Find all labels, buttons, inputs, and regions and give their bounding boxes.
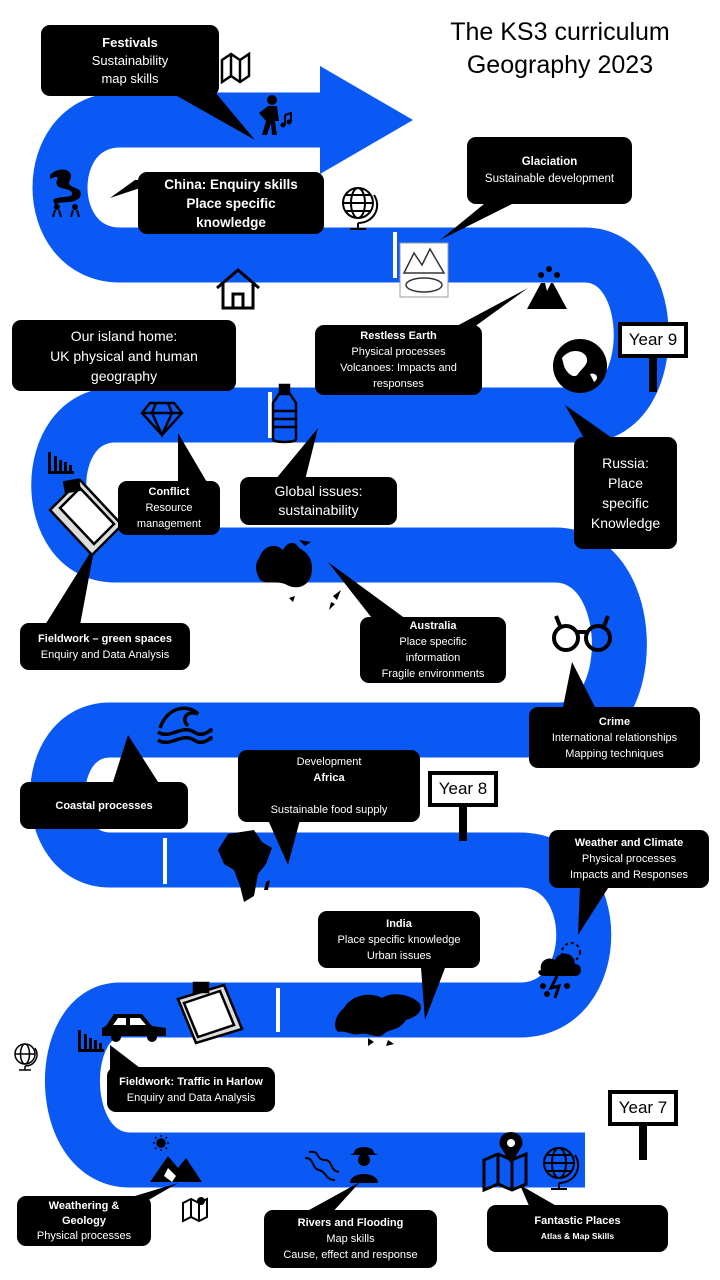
storm-icon bbox=[538, 942, 581, 999]
topic-island-home: Our island home: UK physical and human g… bbox=[12, 320, 236, 391]
diamond-icon bbox=[140, 401, 184, 439]
globe-icon bbox=[342, 187, 379, 230]
bubble-tail bbox=[563, 662, 595, 707]
bubble-tail bbox=[328, 562, 410, 622]
topic-crime: Crime International relationships Mappin… bbox=[529, 707, 700, 768]
topic-fantastic-places: Fantastic Places Atlas & Map Skills bbox=[487, 1205, 668, 1252]
bubble-tail bbox=[440, 195, 530, 240]
topic-australia: Australia Place specific information Fra… bbox=[360, 617, 506, 683]
car-icon bbox=[102, 1014, 166, 1042]
page-title: The KS3 curriculum Geography 2023 bbox=[450, 18, 670, 79]
map-icon bbox=[220, 51, 251, 85]
bubble-tail bbox=[178, 433, 208, 484]
mountain-icon bbox=[150, 1156, 202, 1182]
location-pin-icon bbox=[482, 1132, 528, 1193]
topic-restless-earth: Restless Earth Physical processes Volcan… bbox=[315, 325, 482, 395]
topic-fieldwork-green-spaces: Fieldwork – green spaces Enquiry and Dat… bbox=[20, 623, 190, 670]
bubble-tail bbox=[110, 1045, 140, 1072]
bubble-tail bbox=[565, 405, 615, 440]
bubble-tail bbox=[112, 735, 160, 785]
world-globe-icon bbox=[553, 339, 607, 393]
clipboard-icon bbox=[48, 478, 124, 557]
bubble-tail bbox=[578, 885, 610, 935]
topic-coastal-processes: Coastal processes bbox=[20, 782, 188, 829]
topic-rivers-flooding: Rivers and Flooding Map skills Cause, ef… bbox=[264, 1210, 437, 1268]
house-icon bbox=[216, 268, 260, 310]
topic-fieldwork-traffic: Fieldwork: Traffic in Harlow Enquiry and… bbox=[107, 1067, 275, 1112]
handcuffs-icon bbox=[552, 615, 612, 652]
glacier-icon bbox=[399, 242, 449, 298]
bubble-tail bbox=[300, 1182, 360, 1215]
australia-icon bbox=[256, 540, 341, 610]
bubble-tail bbox=[275, 428, 318, 480]
topic-conflict: Conflict Resource management bbox=[118, 481, 220, 535]
bubble-tail bbox=[170, 92, 255, 140]
topic-india: India Place specific knowledge Urban iss… bbox=[318, 911, 480, 968]
globe-icon bbox=[14, 1043, 38, 1071]
asia-icon bbox=[335, 994, 421, 1046]
bottle-icon bbox=[271, 383, 298, 444]
topic-global-issues: Global issues: sustainability bbox=[240, 477, 397, 525]
bubble-tail bbox=[45, 545, 95, 625]
firefighter-icon bbox=[350, 1147, 378, 1183]
africa-icon bbox=[218, 830, 272, 902]
topic-weather-climate: Weather and Climate Physical processes I… bbox=[549, 830, 709, 888]
topic-glaciation: Glaciation Sustainable development bbox=[467, 137, 632, 204]
road-arrowhead bbox=[320, 66, 413, 174]
map-icon bbox=[182, 1197, 208, 1223]
wave-icon bbox=[157, 706, 213, 744]
topic-weathering-geology: Weathering & Geology Physical processes bbox=[17, 1196, 151, 1246]
bar-chart-icon bbox=[78, 1030, 104, 1052]
bubble-tail bbox=[520, 1185, 560, 1208]
sun-icon bbox=[153, 1135, 169, 1151]
clipboard-icon bbox=[176, 981, 244, 1045]
topic-china: China: Enquiry skills Place specific kno… bbox=[138, 172, 324, 234]
volcano-icon bbox=[527, 266, 567, 309]
bubble-tail bbox=[268, 820, 300, 865]
topic-festivals: Festivals Sustainability map skills bbox=[41, 25, 219, 96]
dancer-icon bbox=[259, 95, 292, 135]
globe-icon bbox=[543, 1147, 580, 1190]
bar-chart-icon bbox=[48, 452, 74, 474]
dragon-icon bbox=[50, 169, 81, 218]
topic-development-africa: Development Africa Sustainable food supp… bbox=[238, 750, 420, 822]
road-path bbox=[30, 92, 669, 1188]
river-icon bbox=[304, 1150, 340, 1181]
topic-russia: Russia: Place specific Knowledge bbox=[574, 437, 677, 549]
bubble-tail bbox=[440, 288, 528, 335]
bubble-tail bbox=[420, 955, 450, 1020]
